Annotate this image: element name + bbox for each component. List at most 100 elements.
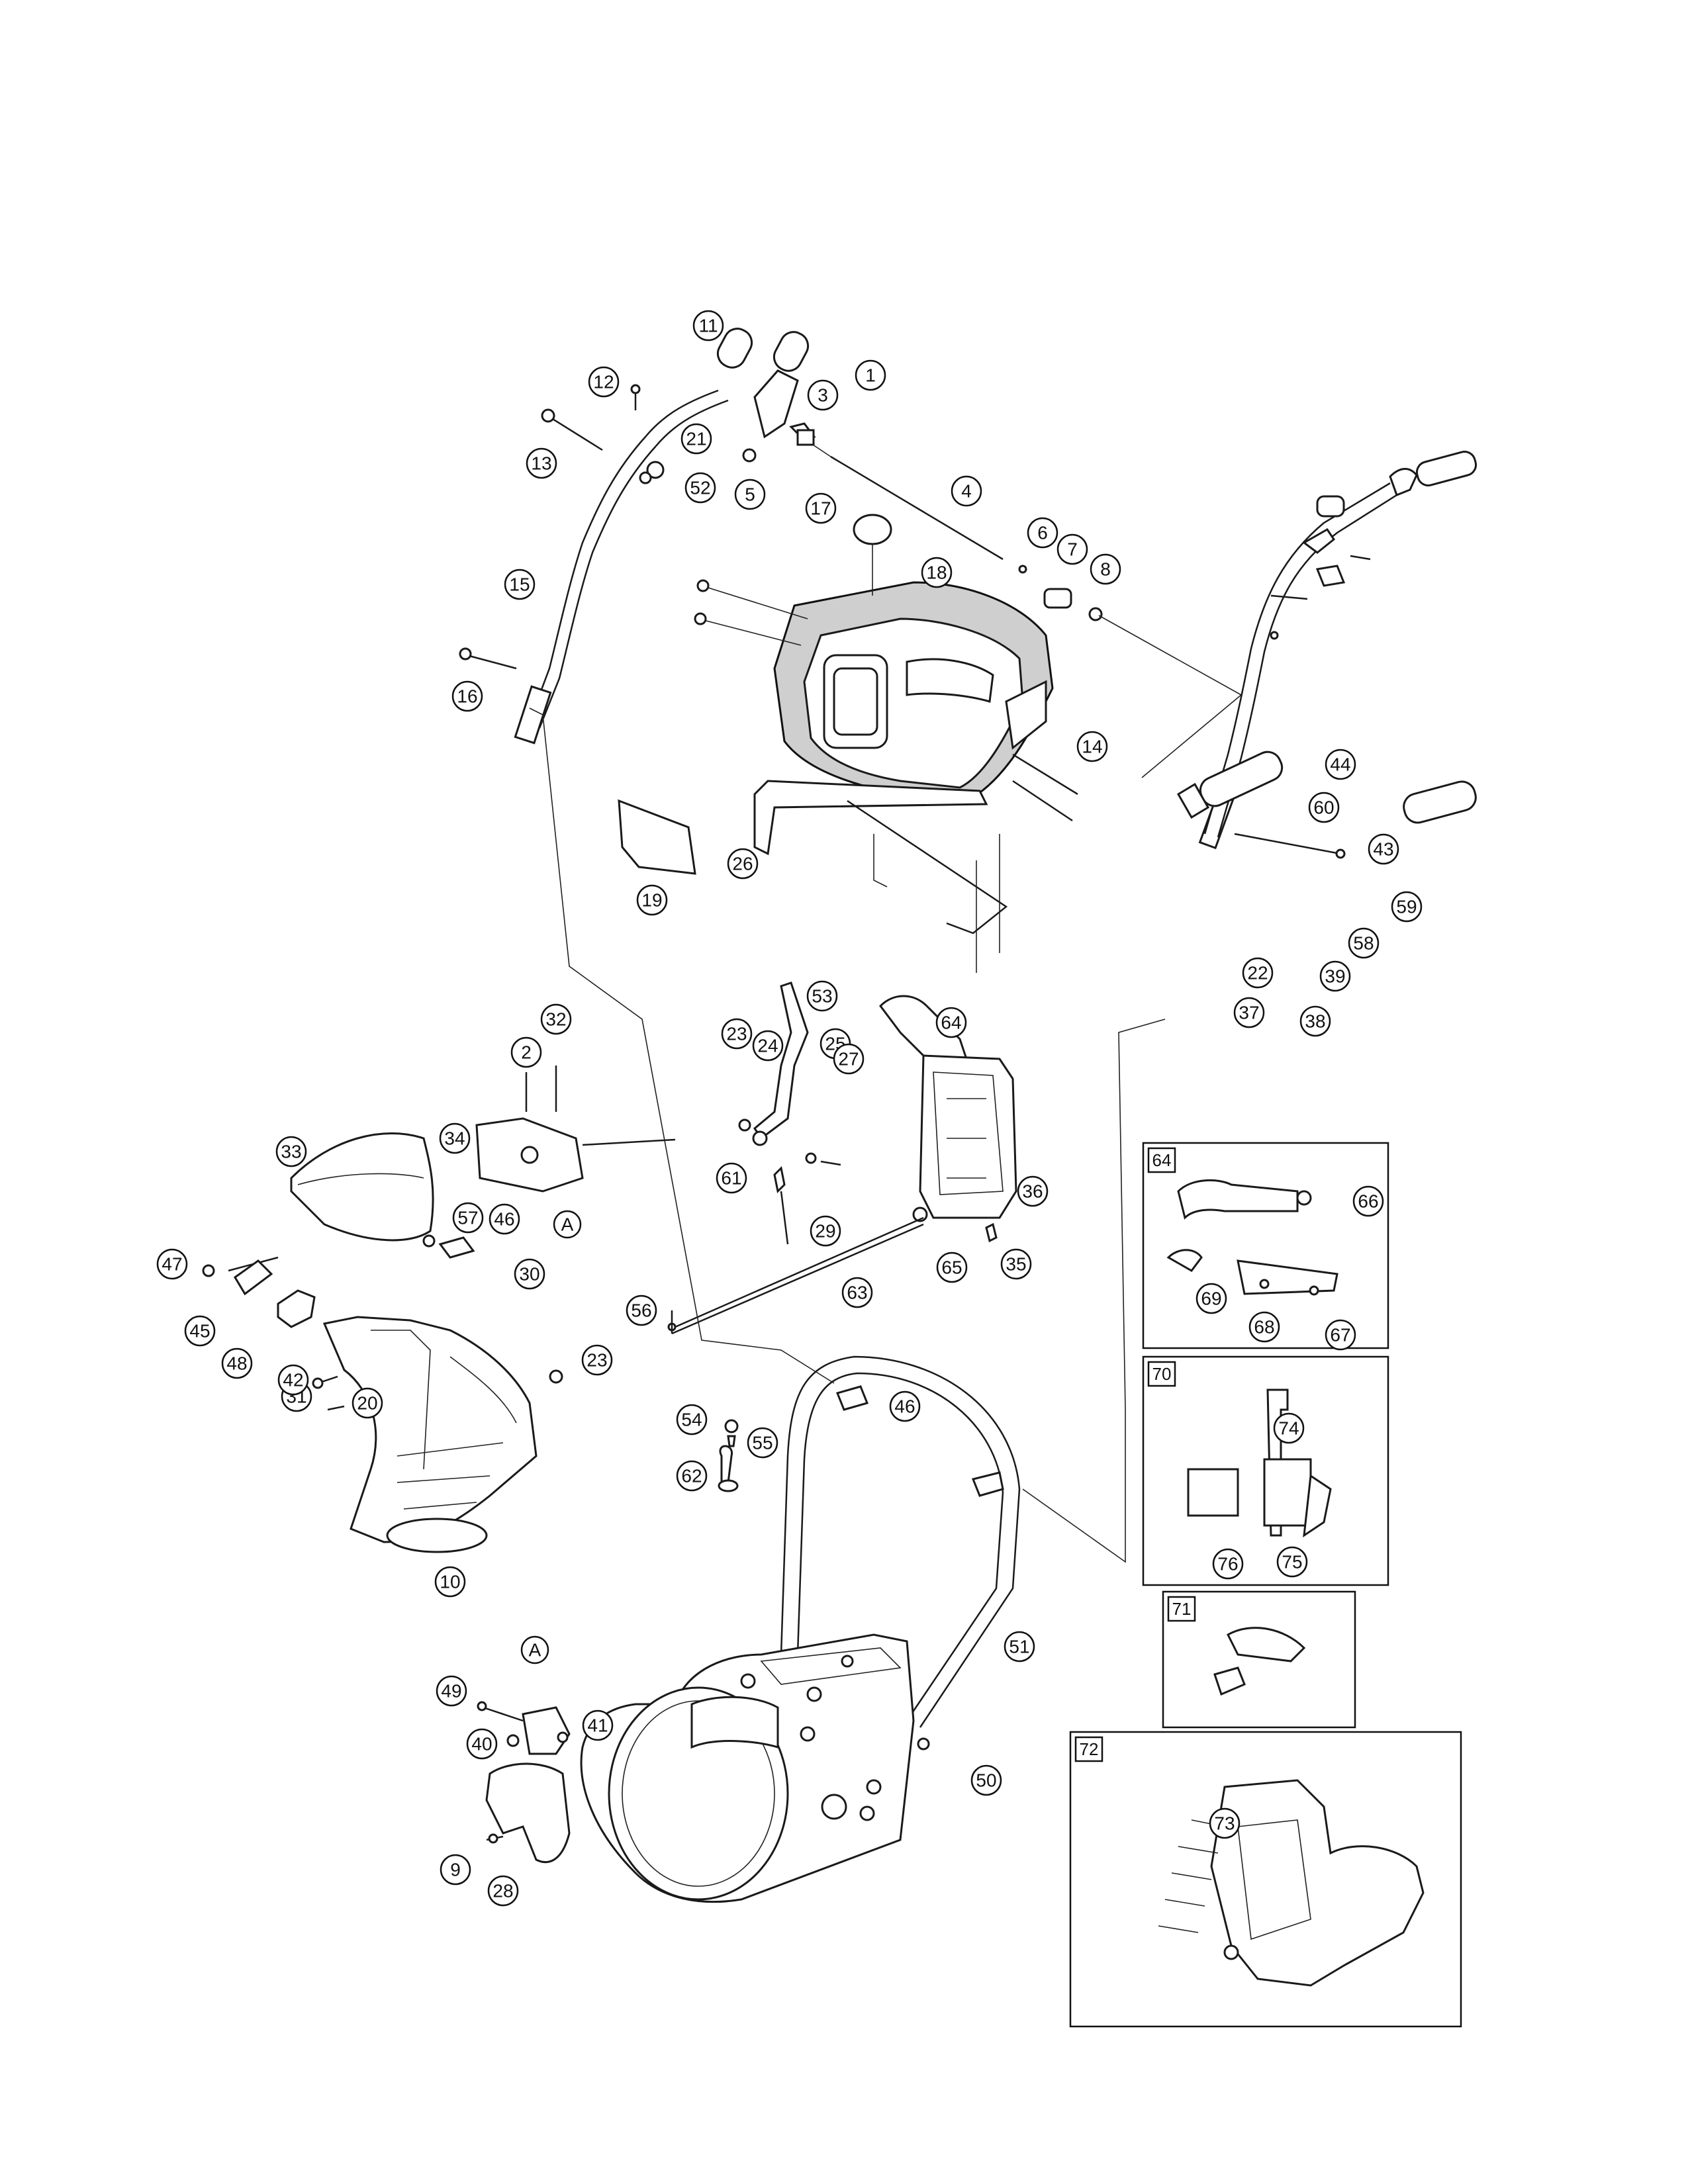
callout-circle — [588, 366, 620, 398]
callout-75: 75 — [1276, 1546, 1308, 1578]
callout-43: 43 — [1368, 833, 1399, 865]
callout-number: 38 — [1305, 1011, 1325, 1032]
callout-circle — [1000, 1248, 1032, 1280]
callout-circle — [727, 848, 759, 880]
callout-4: 4 — [951, 475, 982, 507]
callout-33: 33 — [275, 1136, 307, 1167]
callout-number: 15 — [509, 574, 530, 595]
callout-53: 53 — [806, 980, 838, 1012]
callout-circle — [889, 1390, 921, 1422]
callout-circle — [1017, 1175, 1049, 1207]
callout-58: 58 — [1348, 927, 1380, 959]
callout-number: 5 — [745, 484, 755, 505]
callout-number: 65 — [941, 1257, 962, 1278]
callout-circle — [810, 1215, 841, 1247]
callout-52: 52 — [684, 472, 716, 504]
leader-lines — [529, 707, 1166, 1563]
callout-circle — [855, 359, 886, 391]
callout-circle — [581, 1344, 613, 1376]
callout-number: 40 — [471, 1734, 492, 1754]
callout-number: 28 — [492, 1881, 513, 1901]
callout-42: 42 — [277, 1364, 309, 1396]
chute-deflector — [290, 1132, 434, 1242]
callout-13: 13 — [526, 447, 557, 479]
callout-circle — [1348, 927, 1380, 959]
callout-circle — [951, 475, 982, 507]
callout-circle — [833, 1043, 865, 1075]
callout-circle — [684, 472, 716, 504]
callout-56: 56 — [626, 1295, 657, 1326]
callout-circle — [1325, 1319, 1356, 1351]
callout-number: 8 — [1100, 559, 1111, 580]
callout-circle — [514, 1258, 545, 1290]
callout-number: 52 — [690, 478, 710, 498]
callout-circle — [510, 1036, 542, 1068]
callout-76: 76 — [1212, 1548, 1244, 1580]
callout-number: 3 — [818, 385, 828, 406]
callout-9: 9 — [440, 1854, 471, 1886]
inset-label-text: 70 — [1152, 1364, 1172, 1384]
callout-number: 34 — [444, 1128, 465, 1149]
callout-48: 48 — [221, 1347, 253, 1379]
callout-circle — [1308, 792, 1340, 823]
callout-21: 21 — [680, 423, 712, 455]
callout-circle — [1076, 731, 1108, 762]
callout-3: 3 — [807, 379, 839, 411]
callout-number: 26 — [732, 854, 753, 874]
callout-23: 23 — [721, 1018, 753, 1050]
inset-label-72: 72 — [1074, 1736, 1103, 1762]
callout-20: 20 — [352, 1387, 383, 1419]
callout-55: 55 — [747, 1427, 778, 1459]
inset-label-text: 71 — [1172, 1599, 1192, 1619]
callout-67: 67 — [1325, 1319, 1356, 1351]
callout-circle — [1209, 1807, 1241, 1839]
inset-label-70: 70 — [1147, 1361, 1176, 1387]
callout-circle — [747, 1427, 778, 1459]
callout-number: 68 — [1254, 1317, 1274, 1338]
rod-fittings — [1018, 565, 1243, 778]
callout-number: 1 — [865, 365, 876, 386]
callout-circle — [1391, 891, 1423, 923]
callout-37: 37 — [1233, 997, 1265, 1028]
callout-circle — [275, 1136, 307, 1167]
callout-28: 28 — [487, 1875, 519, 1907]
callout-circle — [1027, 517, 1058, 549]
callout-circle — [526, 447, 557, 479]
callout-number: 61 — [721, 1168, 741, 1189]
callout-number: 4 — [961, 481, 972, 502]
callout-circle — [1004, 1631, 1035, 1662]
callout-number: 13 — [531, 453, 551, 474]
callout-circle — [1299, 1005, 1331, 1037]
callout-18: 18 — [921, 557, 953, 588]
callout-circle — [676, 1460, 708, 1492]
callout-number: 50 — [976, 1770, 996, 1791]
callout-40: 40 — [466, 1728, 498, 1760]
callout-circle — [1090, 553, 1121, 585]
callout-number: 2 — [521, 1042, 532, 1063]
callout-number: 21 — [686, 429, 706, 449]
callout-circle — [1056, 533, 1088, 565]
callout-circle — [676, 1404, 708, 1435]
callout-59: 59 — [1391, 891, 1423, 923]
callout-number: 9 — [450, 1860, 461, 1880]
callout-number: 19 — [641, 890, 662, 911]
callout-number: 55 — [752, 1433, 773, 1453]
callout-number: 75 — [1282, 1552, 1302, 1572]
callout-circle — [1196, 1283, 1227, 1314]
callout-8: 8 — [1090, 553, 1121, 585]
callout-number: 24 — [757, 1036, 778, 1056]
callout-46: 46 — [489, 1203, 520, 1235]
callout-51: 51 — [1004, 1631, 1035, 1662]
shift-rod — [796, 429, 1004, 561]
callout-63: 63 — [841, 1277, 873, 1308]
callout-circle — [352, 1387, 383, 1419]
callout-circle — [1242, 957, 1274, 989]
callout-36: 36 — [1017, 1175, 1049, 1207]
callout-circle — [277, 1364, 309, 1396]
callout-number: 20 — [357, 1393, 377, 1414]
callout-22: 22 — [1242, 957, 1274, 989]
callout-number: 42 — [283, 1370, 303, 1390]
callout-65: 65 — [936, 1251, 968, 1283]
callout-2: 2 — [510, 1036, 542, 1068]
ref-a-marker-bottom: A — [520, 1635, 549, 1664]
